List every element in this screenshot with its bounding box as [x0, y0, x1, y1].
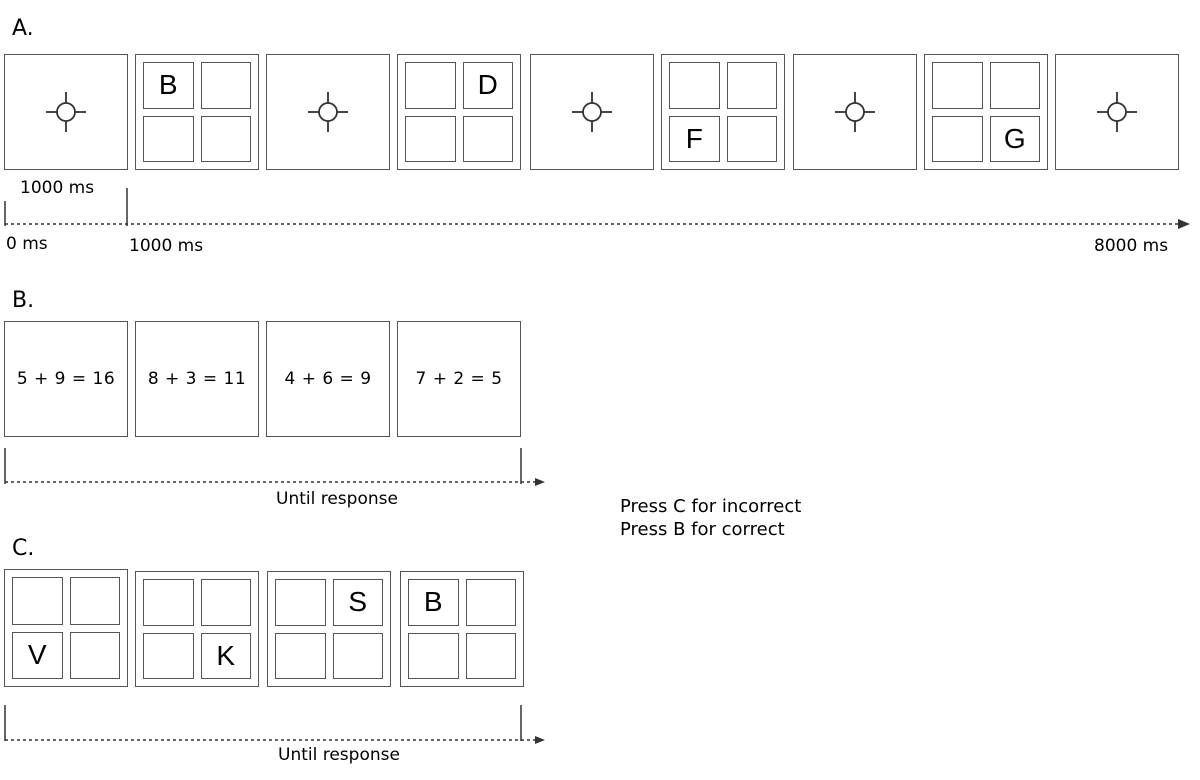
grid-cell [275, 579, 326, 626]
grid-cell [12, 577, 63, 625]
timeline-b [4, 448, 545, 486]
grid-cell [989, 62, 1040, 109]
grid-cell [143, 115, 194, 162]
frame-duration-label: 1000 ms [20, 178, 95, 198]
grid-cell [69, 631, 120, 679]
stimulus-frame-fixation [4, 54, 128, 170]
fixation-cross-icon [46, 92, 86, 132]
stimulus-frame-grid: G [924, 54, 1048, 170]
timeline-a-arrowhead [1178, 219, 1190, 229]
grid-cell [200, 62, 251, 109]
timeline-mid-label: 1000 ms [129, 236, 204, 256]
grid-cell [200, 115, 251, 162]
equation-text: 7 + 2 = 5 [415, 369, 503, 389]
grid-cell: G [989, 115, 1040, 162]
stimulus-frame-grid: S [267, 571, 391, 687]
grid-cell: V [12, 631, 63, 679]
stimulus-frame-grid: F [661, 54, 785, 170]
grid-cell [332, 632, 383, 679]
stimulus-frame-fixation [266, 54, 390, 170]
grid-cell [143, 632, 194, 679]
timeline-end-label: 8000 ms [1094, 236, 1169, 256]
grid-cell [465, 632, 516, 679]
equation-frame: 5 + 9 = 16 [4, 321, 128, 437]
timeline-c-arrowhead [535, 736, 545, 744]
timeline-start-label: 0 ms [6, 234, 48, 254]
response-instructions: Press C for incorrect Press B for correc… [620, 495, 801, 541]
fixation-cross-icon [1097, 92, 1137, 132]
grid-cell [405, 115, 456, 162]
fixation-cross-icon [572, 92, 612, 132]
stimulus-frame-grid: D [397, 54, 521, 170]
grid-cell [932, 115, 983, 162]
section-a-label: A. [12, 16, 34, 41]
instruction-line-incorrect: Press C for incorrect [620, 496, 802, 517]
equation-text: 8 + 3 = 11 [147, 369, 247, 389]
grid-cell: S [332, 579, 383, 626]
stimulus-frame-fixation [1055, 54, 1179, 170]
stimulus-frame-grid: V [4, 569, 128, 687]
equation-frame: 4 + 6 = 9 [266, 321, 390, 437]
grid-cell [69, 577, 120, 625]
grid-cell [726, 115, 777, 162]
grid-cell [465, 579, 516, 626]
grid-cell [405, 62, 456, 109]
section-c-label: C. [12, 536, 35, 561]
stimulus-frame-grid: B [135, 54, 259, 170]
grid-cell [932, 62, 983, 109]
grid-cell [726, 62, 777, 109]
fixation-cross-icon [835, 92, 875, 132]
grid-cell: B [408, 579, 459, 626]
timeline-b-arrowhead [535, 478, 545, 486]
grid-cell: K [200, 632, 251, 679]
stimulus-frame-fixation [793, 54, 917, 170]
equation-frame: 7 + 2 = 5 [397, 321, 521, 437]
grid-cell: F [669, 115, 720, 162]
grid-cell: D [462, 62, 513, 109]
equation-frame: 8 + 3 = 11 [135, 321, 259, 437]
timeline-label-until-response: Until response [276, 489, 398, 509]
stimulus-frame-fixation [530, 54, 654, 170]
section-b-label: B. [12, 288, 35, 313]
stimulus-frame-grid: B [400, 571, 524, 687]
timeline-a [4, 188, 1190, 229]
fixation-cross-icon [308, 92, 348, 132]
grid-cell [669, 62, 720, 109]
stimulus-frame-grid: K [135, 571, 259, 687]
grid-cell [408, 632, 459, 679]
equation-text: 5 + 9 = 16 [16, 369, 116, 389]
grid-cell [462, 115, 513, 162]
instruction-line-correct: Press B for correct [620, 519, 785, 540]
grid-cell [275, 632, 326, 679]
grid-cell [143, 579, 194, 626]
grid-cell [200, 579, 251, 626]
timeline-c [4, 705, 545, 744]
timeline-label-until-response: Until response [278, 745, 400, 765]
grid-cell: B [143, 62, 194, 109]
equation-text: 4 + 6 = 9 [284, 369, 372, 389]
